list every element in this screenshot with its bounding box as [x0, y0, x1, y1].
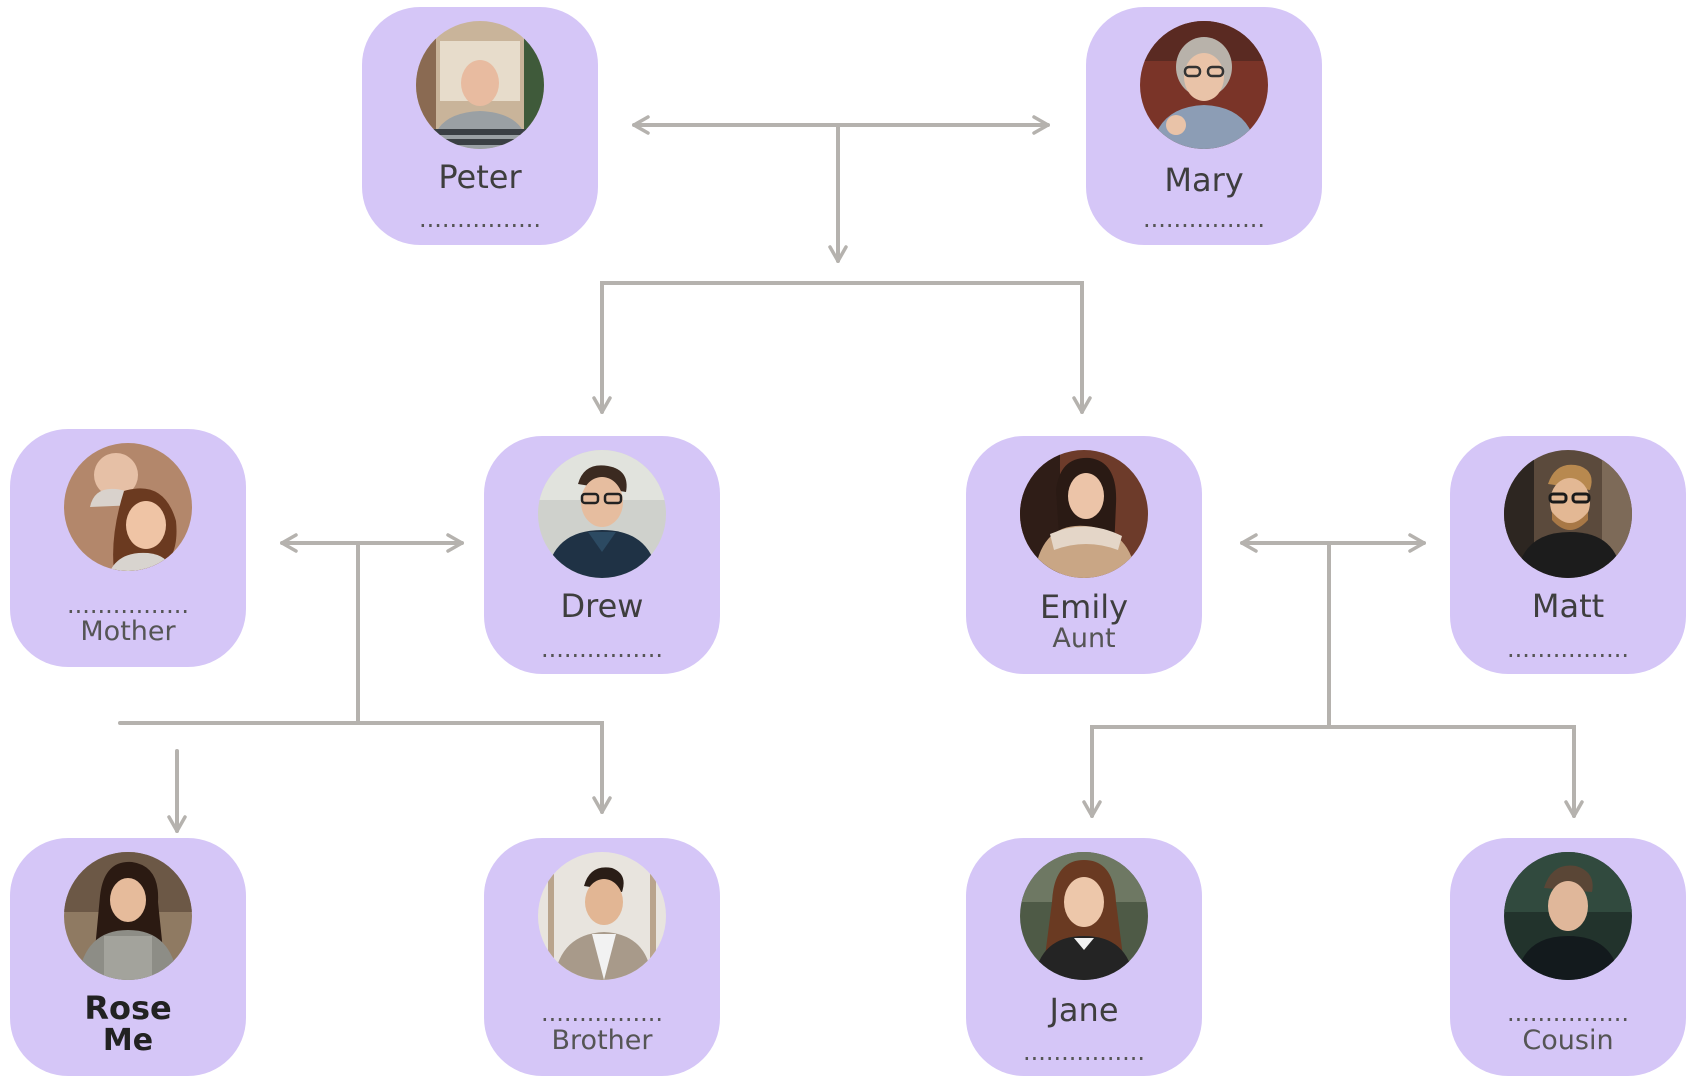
connector-grandparents-children: [592, 281, 1092, 414]
placeholder-dots: ................: [1142, 205, 1266, 233]
person-photo-icon: [1020, 852, 1148, 980]
person-name: Jane: [1049, 991, 1119, 1029]
person-name: Rose: [84, 989, 172, 1027]
person-photo-icon: [1504, 450, 1632, 578]
person-card-peter[interactable]: Peter ................: [362, 7, 598, 245]
placeholder-dots: ................: [540, 999, 664, 1027]
person-name: Matt: [1531, 587, 1605, 625]
person-name: Drew: [560, 587, 644, 625]
placeholder-dots: ................: [66, 591, 190, 619]
placeholder-dots: ................: [418, 205, 542, 233]
placeholder-dots: ................: [540, 635, 664, 663]
person-card-brother[interactable]: ................ Brother: [484, 838, 720, 1076]
person-photo-icon: [538, 852, 666, 980]
placeholder-dots: ................: [1506, 635, 1630, 663]
person-photo-icon: [538, 450, 666, 578]
person-name: Emily: [1039, 588, 1129, 626]
connector-parents-children: [118, 721, 612, 814]
placeholder-dots: ................: [1506, 999, 1630, 1027]
person-name: Peter: [438, 158, 522, 196]
person-role: Me: [102, 1023, 154, 1058]
placeholder-dots: ................: [1022, 1038, 1146, 1066]
person-card-jane[interactable]: Jane ................: [966, 838, 1202, 1076]
person-card-mother[interactable]: ................ Mother: [10, 429, 246, 667]
person-photo-icon: [1140, 21, 1268, 149]
person-photo-icon: [1020, 450, 1148, 578]
person-role: Brother: [551, 1025, 653, 1056]
person-name: Mary: [1164, 161, 1244, 199]
person-photo-icon: [64, 852, 192, 980]
person-photo-icon: [1504, 852, 1632, 980]
person-role: Cousin: [1522, 1025, 1614, 1056]
connector-aunt-children: [1082, 725, 1584, 818]
person-card-drew[interactable]: Drew ................: [484, 436, 720, 674]
person-card-emily[interactable]: Emily Aunt: [966, 436, 1202, 674]
person-role: Mother: [80, 616, 176, 647]
person-card-mary[interactable]: Mary ................: [1086, 7, 1322, 245]
person-photo-icon: [64, 443, 192, 571]
person-card-rose[interactable]: Rose Me: [10, 838, 246, 1076]
person-role: Aunt: [1052, 623, 1116, 654]
person-photo-icon: [416, 21, 544, 149]
person-card-cousin[interactable]: ................ Cousin: [1450, 838, 1686, 1076]
person-card-matt[interactable]: Matt ................: [1450, 436, 1686, 674]
